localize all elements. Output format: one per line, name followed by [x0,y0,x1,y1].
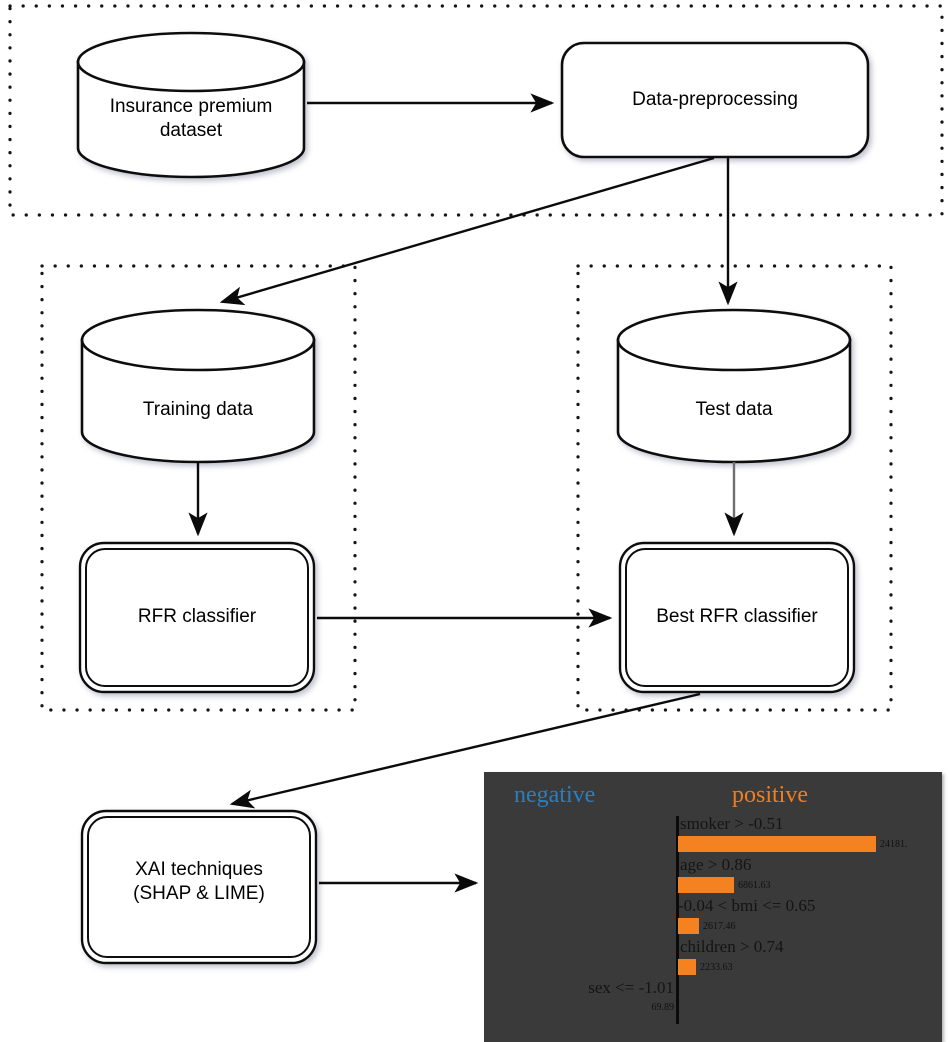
node-xai-techniques[interactable] [80,809,318,965]
lime-feature-label-0: smoker > -0.51 [680,814,784,833]
edge-preprocessing-to-training-data [219,156,715,306]
lime-explanation-panel[interactable]: negative positive smoker > -0.51 24181. … [484,772,942,1042]
lime-value-3: 2233.63 [700,962,733,973]
lime-feature-label-3: children > 0.74 [680,937,784,956]
lime-feature-label-2: -0.04 < bmi <= 0.65 [678,896,816,915]
group-data-ingestion [8,4,944,217]
node-training-data[interactable] [80,308,316,464]
lime-value-4: 69.89 [651,1002,675,1013]
group-testing [576,264,893,712]
group-training [40,264,357,712]
lime-value-1: 6861.63 [738,880,771,891]
node-test-data[interactable] [616,308,852,464]
lime-value-2: 2617.46 [703,921,736,932]
lime-legend-positive: positive [732,782,808,808]
lime-bar-0[interactable] [678,836,876,852]
lime-legend-negative: negative [514,782,596,808]
lime-bar-2[interactable] [678,918,699,934]
lime-bar-1[interactable] [678,877,734,893]
node-data-preprocessing[interactable] [560,41,870,159]
lime-value-0: 24181. [880,839,908,850]
edge-best-rfr-to-xai [229,692,701,809]
node-insurance-premium-dataset[interactable] [76,31,306,179]
lime-zero-axis [676,816,679,1024]
lime-feature-label-1: age > 0.86 [680,855,752,874]
node-best-rfr-classifier[interactable] [618,541,856,694]
lime-feature-label-4: sex <= -1.01 [588,978,674,997]
lime-bar-3[interactable] [678,959,696,975]
node-rfr-classifier[interactable] [78,541,316,694]
